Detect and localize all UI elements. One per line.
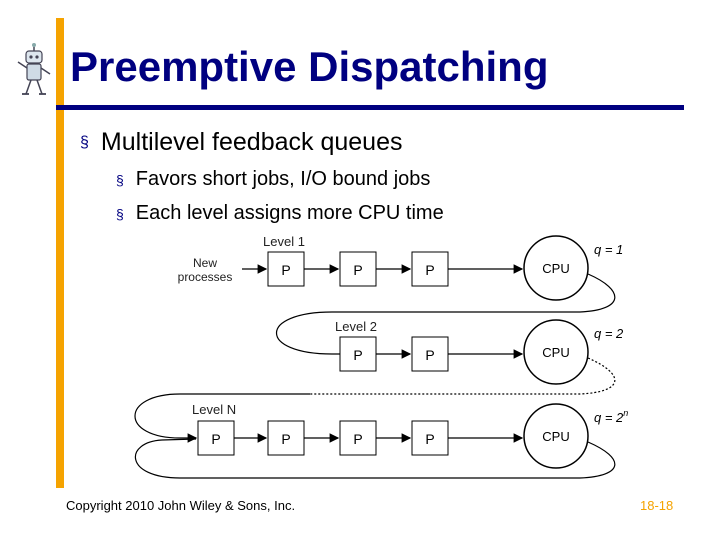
footer-page-number: 18-18 (640, 498, 674, 513)
bullet-text: Multilevel feedback queues (100, 128, 403, 156)
level-n-label: Level N (192, 402, 236, 417)
bullet-each-level-more-cpu: § Each level assigns more CPU time (116, 202, 444, 225)
bullet-favors-short-jobs: § Favors short jobs, I/O bound jobs (116, 168, 430, 191)
level-2-cpu-circle (523, 319, 589, 385)
bullet-multilevel-feedback-queues: § Multilevel feedback queues (80, 128, 402, 157)
level-1-process-label: P (281, 262, 290, 278)
bullet-marker-icon: § (116, 205, 124, 222)
new-processes-label-line2: processes (178, 270, 233, 284)
level-1-process-box (267, 251, 305, 287)
level-2-process-box (411, 336, 449, 372)
bullet-text: Favors short jobs, I/O bound jobs (135, 168, 431, 190)
level-n-cpu-label: CPU (542, 429, 569, 444)
level-2-cpu-label: CPU (542, 345, 569, 360)
level-2-process-label: P (353, 347, 362, 363)
footer-copyright: Copyright 2010 John Wiley & Sons, Inc. (66, 498, 296, 513)
level-1-demote-loop (275, 273, 616, 359)
level-2-process-box (339, 336, 377, 372)
bullet-marker-icon: § (80, 134, 89, 152)
level-n-process-box (411, 420, 449, 456)
level-n-process-label: P (211, 431, 220, 447)
level-n-entry-loop (134, 393, 310, 443)
level-n-process-label: P (281, 431, 290, 447)
new-processes-label-line1: New (193, 256, 217, 270)
level-n-quantum: q = 2n (594, 408, 628, 425)
level-2-demote-loop-dotted (310, 357, 616, 395)
slide-title: Preemptive Dispatching (70, 43, 549, 90)
level-1-quantum: q = 1 (594, 242, 623, 257)
level-n-return-loop (134, 438, 616, 479)
bullet-marker-icon: § (116, 171, 124, 188)
level-1-process-label: P (353, 262, 362, 278)
level-n-process-box (267, 420, 305, 456)
level-1-label: Level 1 (263, 234, 305, 249)
left-accent-bar (56, 18, 64, 488)
level-n-process-label: P (425, 431, 434, 447)
level-n-quantum-exponent: n (623, 408, 628, 418)
level-1-cpu-label: CPU (542, 261, 569, 276)
multilevel-queue-diagram: New processes Level 1 P P P CPU q = 1 Le… (134, 234, 628, 479)
level-n-cpu-circle (523, 403, 589, 469)
level-n-quantum-base: q = 2 (594, 410, 624, 425)
bullet-text: Each level assigns more CPU time (135, 202, 444, 224)
level-2-quantum: q = 2 (594, 326, 624, 341)
robot-logo-icon (17, 43, 51, 95)
level-1-process-label: P (425, 262, 434, 278)
level-2-label: Level 2 (335, 319, 377, 334)
title-underline (56, 105, 684, 110)
level-2-process-label: P (425, 347, 434, 363)
level-1-cpu-circle (523, 235, 589, 301)
level-n-process-label: P (353, 431, 362, 447)
